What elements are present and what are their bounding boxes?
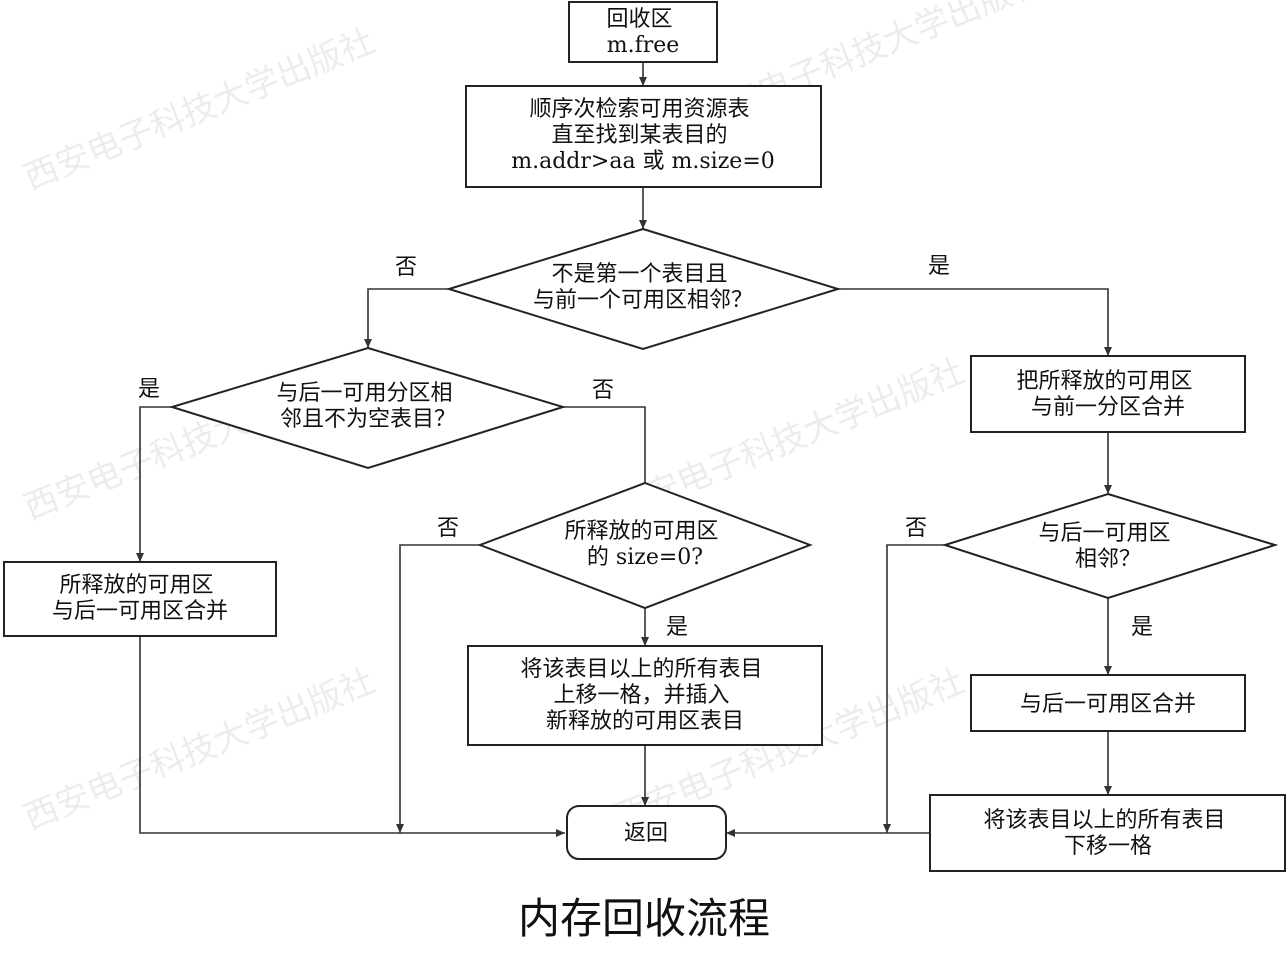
- edge-mergeleft-return: [139, 636, 565, 837]
- edge-dnext-no: [563, 406, 649, 497]
- edge-label-dprev-no: 否: [395, 255, 417, 280]
- node-dnext-line-1: 与后一可用分区相: [276, 381, 452, 406]
- node-search-line-1: 顺序次检索可用资源表: [529, 97, 749, 122]
- node-return-line-1: 返回: [624, 821, 668, 846]
- node-mergeright-box: [970, 674, 1246, 732]
- node-search-box: [465, 85, 822, 188]
- node-shift-line-1: 将该表目以上的所有表目: [983, 808, 1225, 833]
- node-dnextadj-line-1: 与后一可用区: [1038, 521, 1170, 546]
- edge-dprev-no: [364, 288, 449, 348]
- node-mergeright-label: 与后一可用区合并: [1020, 692, 1196, 717]
- edge-dnext-yes: [136, 406, 172, 562]
- node-dnext-label: 与后一可用分区相 邻且不为空表目？: [276, 381, 459, 432]
- node-dsize-diamond: [477, 481, 813, 610]
- node-dprev-label: 不是第一个表目且 与前一个可用区相邻？: [533, 262, 753, 313]
- node-start-line-2: m.free: [607, 33, 680, 58]
- node-dnext-line-2: 邻且不为空表目？: [280, 407, 456, 432]
- node-insert-line-3: 新释放的可用区表目: [546, 709, 744, 734]
- node-start-label: 回收区 m.free: [606, 7, 679, 58]
- node-dprev-line-1: 不是第一个表目且: [551, 262, 727, 287]
- node-mergeleft-box: [3, 561, 277, 637]
- node-search-line-2: 直至找到某表目的: [551, 123, 727, 148]
- node-mergeleft-label: 所释放的可用区 与后一可用区合并: [52, 573, 228, 624]
- node-dnextadj-line-2: 相邻？: [1075, 547, 1141, 572]
- node-texts: 回收区 m.free 顺序次检索可用资源表 直至找到某表目的 m.addr>aa…: [52, 7, 1232, 859]
- node-dnext-diamond: [168, 346, 567, 470]
- figure-caption: 内存回收流程: [517, 894, 770, 943]
- node-mergeprev-label: 把所释放的可用区 与前一分区合并: [1016, 369, 1199, 420]
- node-search-line-3: m.addr>aa 或 m.size=0: [511, 149, 775, 174]
- node-dprev-line-2: 与前一个可用区相邻？: [533, 288, 753, 313]
- node-shift-label: 将该表目以上的所有表目 下移一格: [983, 808, 1232, 859]
- node-dprev-diamond: [445, 227, 842, 351]
- edge-label-dsize-yes: 是: [666, 615, 688, 640]
- node-search-label: 顺序次检索可用资源表 直至找到某表目的 m.addr>aa 或 m.size=0: [511, 97, 775, 174]
- edges: [136, 62, 1112, 837]
- edge-dprev-yes: [838, 288, 1112, 356]
- node-dnextadj-label: 与后一可用区 相邻？: [1038, 521, 1177, 572]
- shapes: [3, 1, 1286, 872]
- edge-label-dnext-yes: 是: [138, 377, 160, 402]
- edge-label-dprev-yes: 是: [928, 254, 950, 279]
- node-dsize-label: 所释放的可用区 的 size=0?: [564, 519, 725, 570]
- node-mergeprev-box: [970, 355, 1246, 433]
- edge-label-dsize-no: 否: [437, 516, 459, 541]
- watermark-text: 西安电子科技大学出版社: [18, 661, 380, 838]
- node-return-box: [566, 805, 727, 860]
- node-mergeleft-line-2: 与后一可用区合并: [52, 599, 228, 624]
- edge-dsize-no: [396, 544, 480, 833]
- node-mergeright-line-1: 与后一可用区合并: [1020, 692, 1196, 717]
- edge-dnextadj-no: [883, 544, 945, 833]
- node-dsize-line-1: 所释放的可用区: [564, 519, 718, 544]
- node-return-label: 返回: [624, 821, 668, 846]
- edge-labels: 否 是 是 否 否 是 否 是: [138, 254, 1153, 640]
- node-mergeprev-line-2: 与前一分区合并: [1031, 395, 1185, 420]
- flowchart-canvas: 西安电子科技大学出版社 西安电子科技大学出版社 西安电子科技大学出版社 西安电子…: [3, 0, 1286, 872]
- node-insert-line-2: 上移一格，并插入: [553, 683, 729, 708]
- edge-label-dnext-no: 否: [592, 378, 614, 403]
- node-dsize-line-2: 的 size=0?: [587, 545, 703, 570]
- node-shift-line-2: 下移一格: [1064, 834, 1152, 859]
- node-insert-line-1: 将该表目以上的所有表目: [520, 657, 762, 682]
- node-start-line-1: 回收区: [606, 7, 672, 32]
- node-insert-box: [467, 645, 823, 746]
- edge-label-dnextadj-no: 否: [905, 516, 927, 541]
- watermark-text: 西安电子科技大学出版社: [18, 21, 380, 198]
- node-shift-box: [929, 794, 1286, 872]
- node-mergeprev-line-1: 把所释放的可用区: [1016, 369, 1192, 394]
- node-start-box: [568, 1, 718, 63]
- node-insert-label: 将该表目以上的所有表目 上移一格，并插入 新释放的可用区表目: [520, 657, 769, 734]
- node-dnextadj-diamond: [941, 492, 1279, 600]
- node-mergeleft-line-1: 所释放的可用区: [59, 573, 213, 598]
- edge-label-dnextadj-yes: 是: [1131, 615, 1153, 640]
